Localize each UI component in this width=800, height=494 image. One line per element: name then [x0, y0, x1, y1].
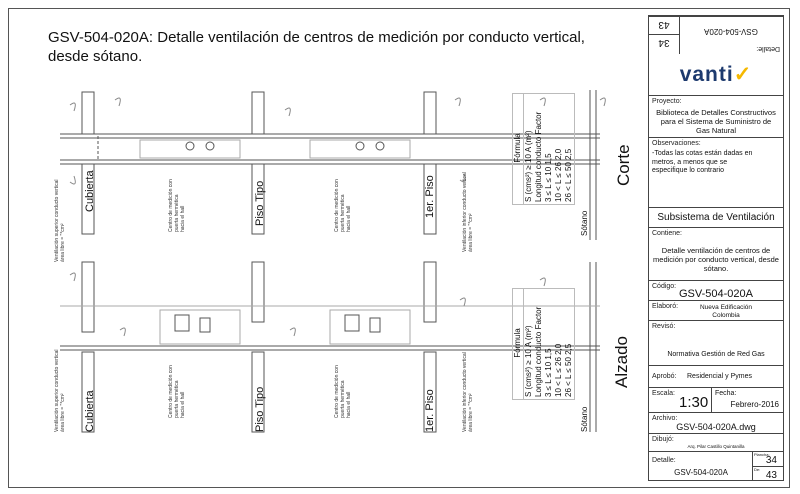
- level-label-1er-piso: 1er. Piso: [424, 389, 436, 432]
- drawing-title: GSV-504-020A: Detalle ventilación de cen…: [48, 29, 585, 65]
- dibujo-cell: Dibujó: Arq. Pilar Castillo Quintanilla: [649, 434, 783, 452]
- level-label-piso-tipo: Piso Tipo: [254, 180, 266, 226]
- drawing-linework: [60, 90, 606, 433]
- detalle-cell: Detalle: GSV-504-020A Plancha:34 De:43: [649, 452, 783, 481]
- elaboro-cell: Elaboró: Nueva Edificación Colombia: [649, 301, 783, 321]
- logo-cell: vanti✓: [649, 54, 783, 96]
- codigo-cell: Código: GSV-504-020A: [649, 281, 783, 301]
- level-label-sotano: Sótano: [580, 210, 589, 236]
- observaciones-cell: Observaciones: -Todas las cotas están da…: [649, 138, 783, 208]
- alzado-walls: [60, 261, 600, 433]
- view-title-corte: Corte: [614, 144, 633, 186]
- corte-walls: [60, 90, 600, 240]
- level-label-piso-tipo: Piso Tipo: [254, 386, 266, 432]
- contiene-cell: Contiene: Detalle ventilación de centros…: [649, 228, 783, 281]
- level-label-cubierta: Cubierta: [84, 390, 96, 432]
- level-label-1er-piso: 1er. Piso: [424, 175, 436, 218]
- escala-fecha-cell: Escala: 1:30 Fecha: Febrero-2016: [649, 388, 783, 413]
- detail-header-inverted: Detalle: GSV-504-020A 34 43: [649, 16, 783, 54]
- sheet-frame: [8, 8, 790, 488]
- vanti-logo: vanti✓: [679, 63, 753, 86]
- level-label-sotano: Sótano: [580, 406, 589, 432]
- level-label-cubierta: Cubierta: [84, 170, 96, 212]
- proyecto-cell: Proyecto: Biblioteca de Detalles Constru…: [649, 96, 783, 138]
- view-title-alzado: Alzado: [612, 336, 631, 388]
- aprobo-cell: Aprobó: Residencial y Pymes: [649, 366, 783, 388]
- archivo-cell: Archivo: GSV-504-020A.dwg: [649, 413, 783, 434]
- reviso-cell: Revisó: Normativa Gestión de Red Gas: [649, 321, 783, 366]
- airflow-arrows: [69, 97, 606, 337]
- title-block: Detalle: GSV-504-020A 34 43 vanti✓ Proye…: [648, 15, 784, 481]
- subsistema-cell: Subsistema de Ventilación: [649, 208, 783, 228]
